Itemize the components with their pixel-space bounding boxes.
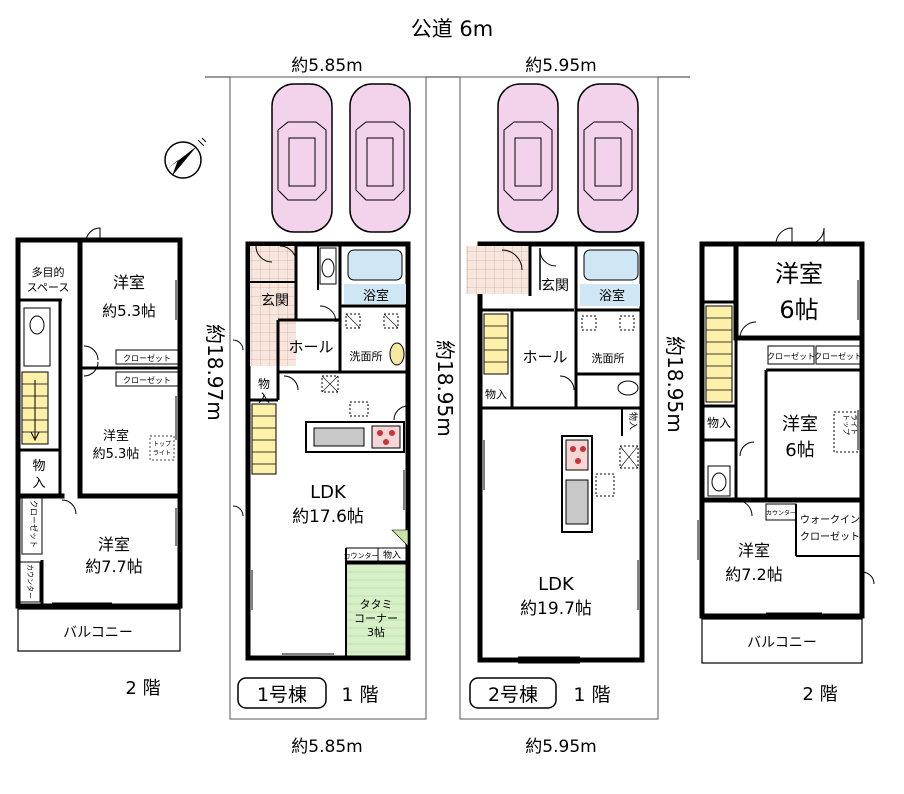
parking-space-2a: [497, 83, 559, 233]
u1f2-room-c-size: 約7.7帖: [85, 557, 142, 576]
lot-1-boundary: [229, 76, 427, 720]
u1f2-storage-1: 物: [32, 459, 45, 474]
u1f1-storage-1: 物: [258, 377, 270, 391]
u1f1-tatami-2: コーナー: [354, 612, 398, 625]
parking-space-1b: [349, 83, 411, 233]
u2f1-storage-a: 物入: [485, 387, 507, 401]
unit1-1f-plan: [232, 241, 411, 661]
unit2-f1-floor-label: 1 階: [573, 684, 610, 706]
u2f1-bath: 浴室: [599, 288, 625, 304]
u1f2-floor-label: 2 階: [125, 678, 160, 699]
u2f1-ldk-size: 約19.7帖: [520, 599, 592, 619]
u1f1-tatami-1: タタミ: [360, 598, 393, 611]
u2f2-room-c-name: 洋室: [738, 541, 770, 560]
u1f2-closet-vertical: クローゼット: [29, 500, 39, 548]
u2f2-room-a-name: 洋室: [775, 260, 823, 288]
u1f2-toplight-2: ライト: [153, 450, 171, 457]
u1-depth: 約18.97m: [203, 324, 227, 421]
u2f2-closet-a: クローゼット: [767, 351, 815, 361]
u1f1-storage-small: 物入: [383, 549, 401, 561]
u1f1-bath: 浴室: [363, 288, 389, 304]
u1f2-room-c-name: 洋室: [98, 535, 130, 554]
bottom-width-2: 約5.95m: [525, 737, 596, 757]
u2f2-room-a-size: 6帖: [779, 296, 818, 324]
u1f2-multi-space-2: スペース: [27, 281, 70, 294]
u2-depth-b: 約18.95m: [663, 336, 687, 433]
u2f2-floor-label: 2 階: [802, 684, 837, 705]
top-width-1: 約5.85m: [291, 56, 362, 76]
north-arrow-icon: [164, 137, 207, 179]
u2f2-closet-b: クローゼット: [814, 351, 862, 361]
u1f1-tatami-3: 3帖: [367, 626, 385, 639]
u1f2-closet-a: クローゼット: [123, 353, 171, 363]
u1f2-room-a-name: 洋室: [113, 273, 145, 292]
u1f1-storage-2: 入: [258, 391, 270, 405]
u1f2-counter: カウンター: [26, 564, 35, 599]
u1f1-hall: ホール: [288, 338, 333, 356]
unit1-badge: 1号棟: [257, 684, 307, 706]
unit1-f1-floor-label: 1 階: [341, 684, 378, 706]
u1f2-closet-b: クローゼット: [123, 375, 171, 385]
u1f2-room-b-size: 約5.3帖: [93, 447, 140, 462]
unit2-2f-plan: [697, 227, 875, 664]
u2f1-entrance: 玄関: [541, 277, 569, 294]
u2f2-balcony: バルコニー: [747, 635, 817, 651]
u1f1-washroom: 洗面所: [350, 350, 383, 363]
u2f1-hall: ホール: [522, 348, 567, 366]
u1f1-ldk-name: LDK: [310, 482, 347, 503]
unit1-badge-box: [237, 677, 327, 709]
u2f2-room-b-size: 6帖: [785, 440, 814, 461]
top-width-2: 約5.95m: [525, 56, 596, 76]
u1f2-toplight-box: [149, 435, 175, 461]
parking-space-2b: [577, 83, 639, 233]
u1f2-room-a-size: 約5.3帖: [102, 302, 156, 320]
u2f1-ldk-name: LDK: [538, 574, 575, 595]
u2f2-walkin-2: クローゼット: [800, 531, 860, 543]
u2f1-washroom: 洗面所: [592, 352, 625, 365]
unit2-1f-plan: [466, 241, 645, 664]
u1f1-counter: カウンター: [344, 551, 379, 560]
lot-2-boundary: [459, 76, 659, 720]
u2f2-walkin-1: ウォークイン: [800, 514, 860, 526]
u2f2-counter: カウンター: [766, 509, 796, 517]
u1f1-entrance: 玄関: [261, 292, 289, 309]
u2f2-room-b-name: 洋室: [782, 414, 818, 435]
road-label: 公道 6m: [411, 17, 494, 41]
u1f1-ldk-size: 約17.6帖: [292, 507, 364, 527]
u1f2-multi-space-1: 多目的: [32, 265, 65, 279]
u2f2-storage: 物入: [707, 416, 731, 430]
u2-depth-a: 約18.95m: [433, 340, 457, 437]
u1f2-room-b-name: 洋室: [103, 428, 129, 444]
u2f1-storage-b: 物入: [627, 412, 639, 430]
u1f2-storage-2: 入: [32, 476, 45, 491]
u1f2-balcony: バルコニー: [63, 625, 133, 641]
u2f2-toplight-2: ライト: [850, 414, 858, 435]
unit2-badge: 2号棟: [488, 684, 538, 706]
u2f2-toplight-1: トップ: [842, 414, 850, 435]
unit1-2f-plan: [15, 227, 183, 652]
bottom-width-1: 約5.85m: [291, 737, 362, 757]
u1f2-toplight-1: トップ: [153, 441, 171, 448]
parking-space-1a: [271, 83, 333, 233]
u2f2-room-c-size: 約7.2帖: [725, 565, 782, 584]
unit2-badge-box: [469, 677, 557, 709]
